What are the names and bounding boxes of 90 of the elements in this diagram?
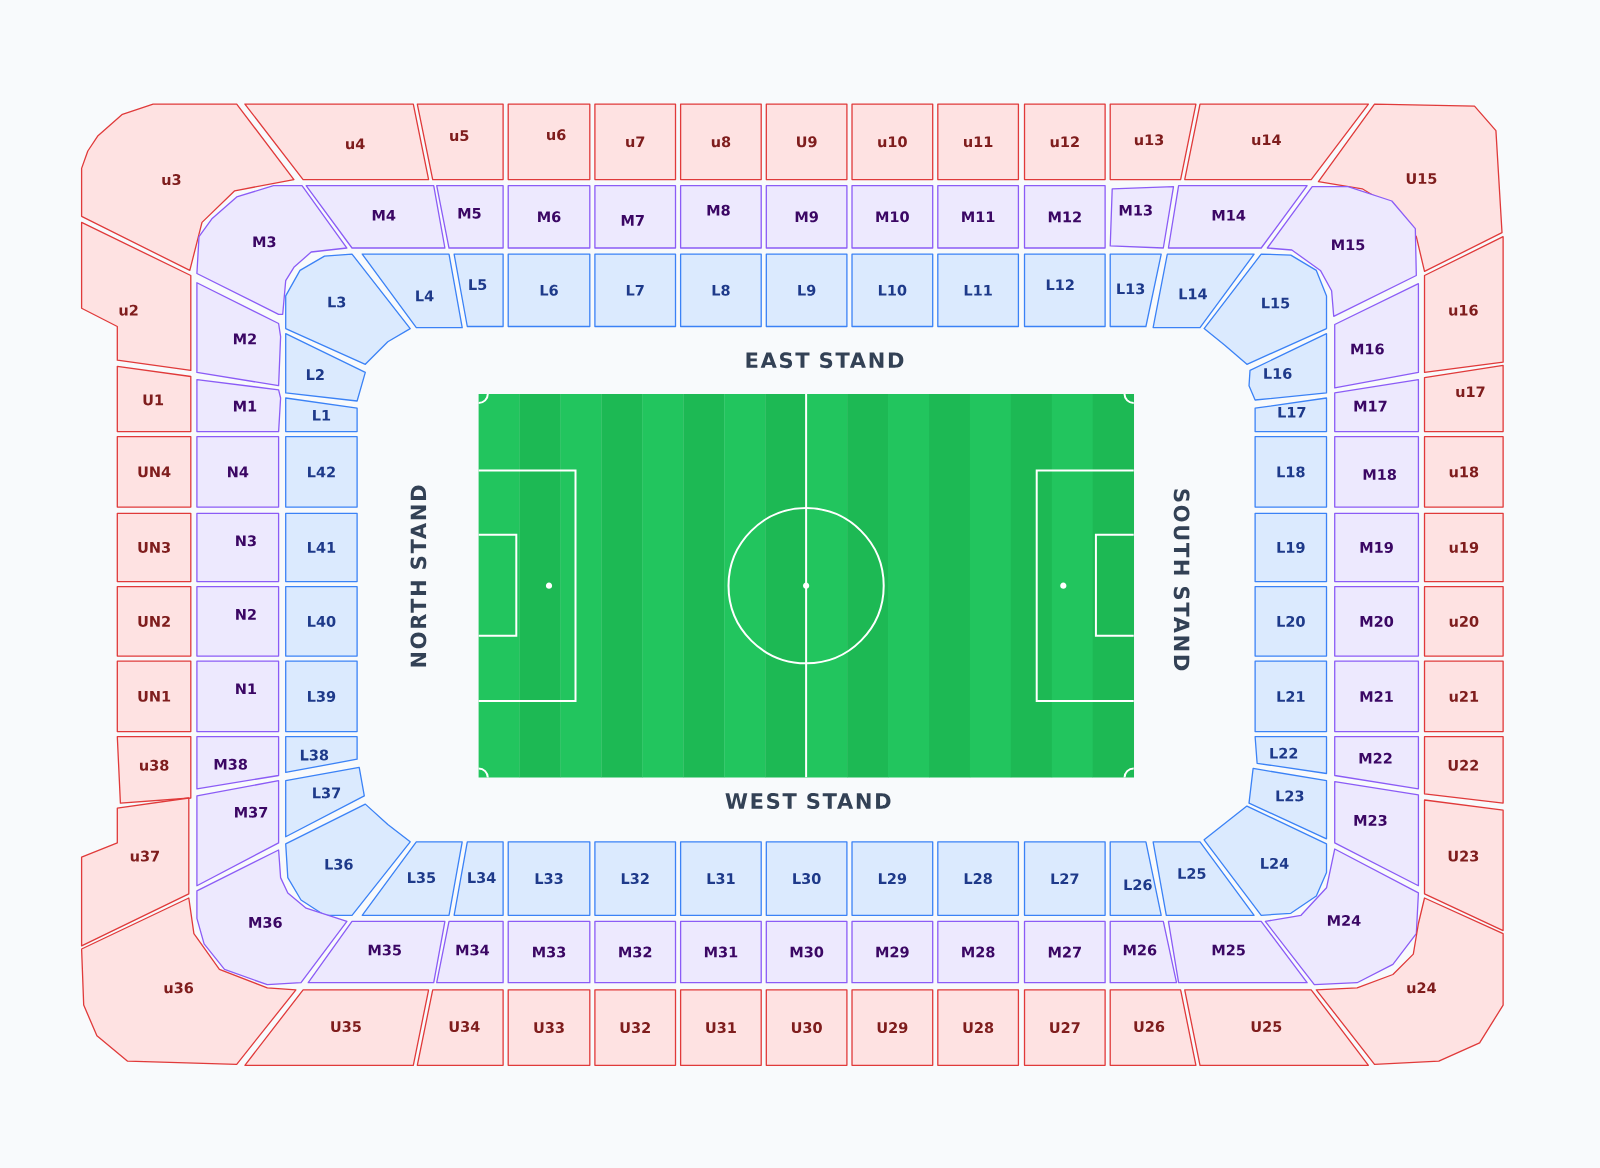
seating-section: M31: [679, 920, 762, 984]
seating-section: M20: [1334, 586, 1420, 657]
seating-section: U1: [116, 365, 192, 433]
seating-section: L18: [1254, 436, 1328, 508]
seating-section: L19: [1254, 512, 1328, 583]
seating-section: L31: [679, 841, 762, 916]
seating-section: L9: [765, 253, 848, 328]
seating-section: u17: [1423, 364, 1504, 433]
seating-section: L7: [594, 253, 677, 328]
seating-section: M38: [196, 736, 280, 790]
stand-label: WEST STAND: [725, 793, 891, 809]
seating-section: M8: [679, 185, 762, 249]
stand-label: EAST STAND: [746, 352, 904, 369]
seating-section: U22: [1423, 736, 1504, 804]
seating-section: M16: [1334, 283, 1420, 389]
seating-section: L6: [507, 253, 591, 328]
seating-section: U33: [507, 989, 591, 1066]
seating-section: N2: [196, 586, 280, 657]
seating-section: M33: [507, 920, 591, 984]
seating-section: L32: [594, 841, 677, 916]
seating-section: M12: [1023, 185, 1106, 249]
seating-section: U31: [679, 989, 762, 1066]
seating-section: M30: [765, 920, 848, 984]
seating-section: u19: [1423, 512, 1504, 583]
seating-section: M29: [851, 920, 934, 984]
seating-section: L12: [1023, 253, 1106, 328]
seating-section: N3: [196, 512, 280, 583]
seating-section: L29: [851, 841, 934, 916]
seating-section: U30: [765, 989, 848, 1066]
seating-section: L30: [765, 841, 848, 916]
seating-section: u12: [1023, 103, 1106, 181]
seating-section: L25: [1152, 841, 1255, 916]
seating-section: L33: [507, 841, 591, 916]
seating-section: U27: [1023, 989, 1106, 1066]
stand-label: SOUTH STAND: [1173, 489, 1190, 671]
seating-section: u13: [1109, 103, 1197, 181]
seating-section: M2: [196, 282, 282, 387]
seating-section: L27: [1023, 841, 1106, 916]
seating-section: u18: [1423, 436, 1504, 508]
seating-section: M28: [937, 920, 1020, 984]
seating-section: M23: [1334, 780, 1420, 887]
seating-section: L28: [937, 841, 1020, 916]
seating-section: u7: [594, 103, 677, 181]
stand-label: NORTH STAND: [410, 485, 427, 667]
seating-section: M18: [1334, 436, 1420, 508]
seating-section: M21: [1334, 660, 1420, 733]
seating-section: U29: [851, 989, 934, 1066]
seating-section: U28: [937, 989, 1020, 1066]
seating-section: L20: [1254, 586, 1328, 657]
seating-section: U34: [416, 989, 504, 1066]
seating-section: UN2: [116, 586, 192, 657]
seating-section: UN3: [116, 512, 192, 583]
seating-section: u10: [851, 103, 934, 181]
seating-section: UN1: [116, 660, 192, 733]
seating-section: U32: [594, 989, 677, 1066]
seating-section: u5: [416, 103, 504, 181]
seating-section: L40: [285, 586, 358, 657]
seating-section: UN4: [116, 436, 192, 508]
seating-section: L21: [1254, 660, 1328, 733]
seating-section: L38: [285, 736, 358, 774]
seating-section: L8: [679, 253, 762, 328]
seating-section: u38: [116, 736, 192, 804]
seating-section: u8: [679, 103, 762, 181]
seating-section: N4: [196, 436, 280, 508]
seating-section: U23: [1423, 799, 1504, 932]
seating-section: L26: [1109, 841, 1162, 916]
seating-section: U9: [765, 103, 848, 181]
seating-section: L41: [285, 512, 358, 583]
seating-section: L42: [285, 436, 358, 508]
seating-section: M32: [594, 920, 677, 984]
seating-section: M27: [1023, 920, 1106, 984]
seating-section: L11: [937, 253, 1020, 328]
seating-section: N1: [196, 660, 280, 733]
seating-section: M9: [765, 185, 848, 249]
seating-section: u11: [937, 103, 1020, 181]
seating-section: L14: [1152, 253, 1255, 329]
seating-section: L22: [1254, 736, 1328, 775]
seating-section: u20: [1423, 586, 1504, 657]
seating-section: M6: [507, 185, 591, 249]
seating-section: M11: [937, 185, 1020, 249]
seating-section: u21: [1423, 660, 1504, 733]
seating-section: M26: [1109, 920, 1178, 984]
seating-section: L10: [851, 253, 934, 328]
seating-section: M7: [594, 185, 677, 249]
seating-section: L39: [285, 660, 358, 733]
seating-section: M19: [1334, 512, 1420, 583]
seating-section: M10: [851, 185, 934, 249]
seating-section: L13: [1109, 253, 1162, 328]
seating-section: U26: [1109, 989, 1197, 1066]
seating-section: u6: [507, 103, 591, 181]
